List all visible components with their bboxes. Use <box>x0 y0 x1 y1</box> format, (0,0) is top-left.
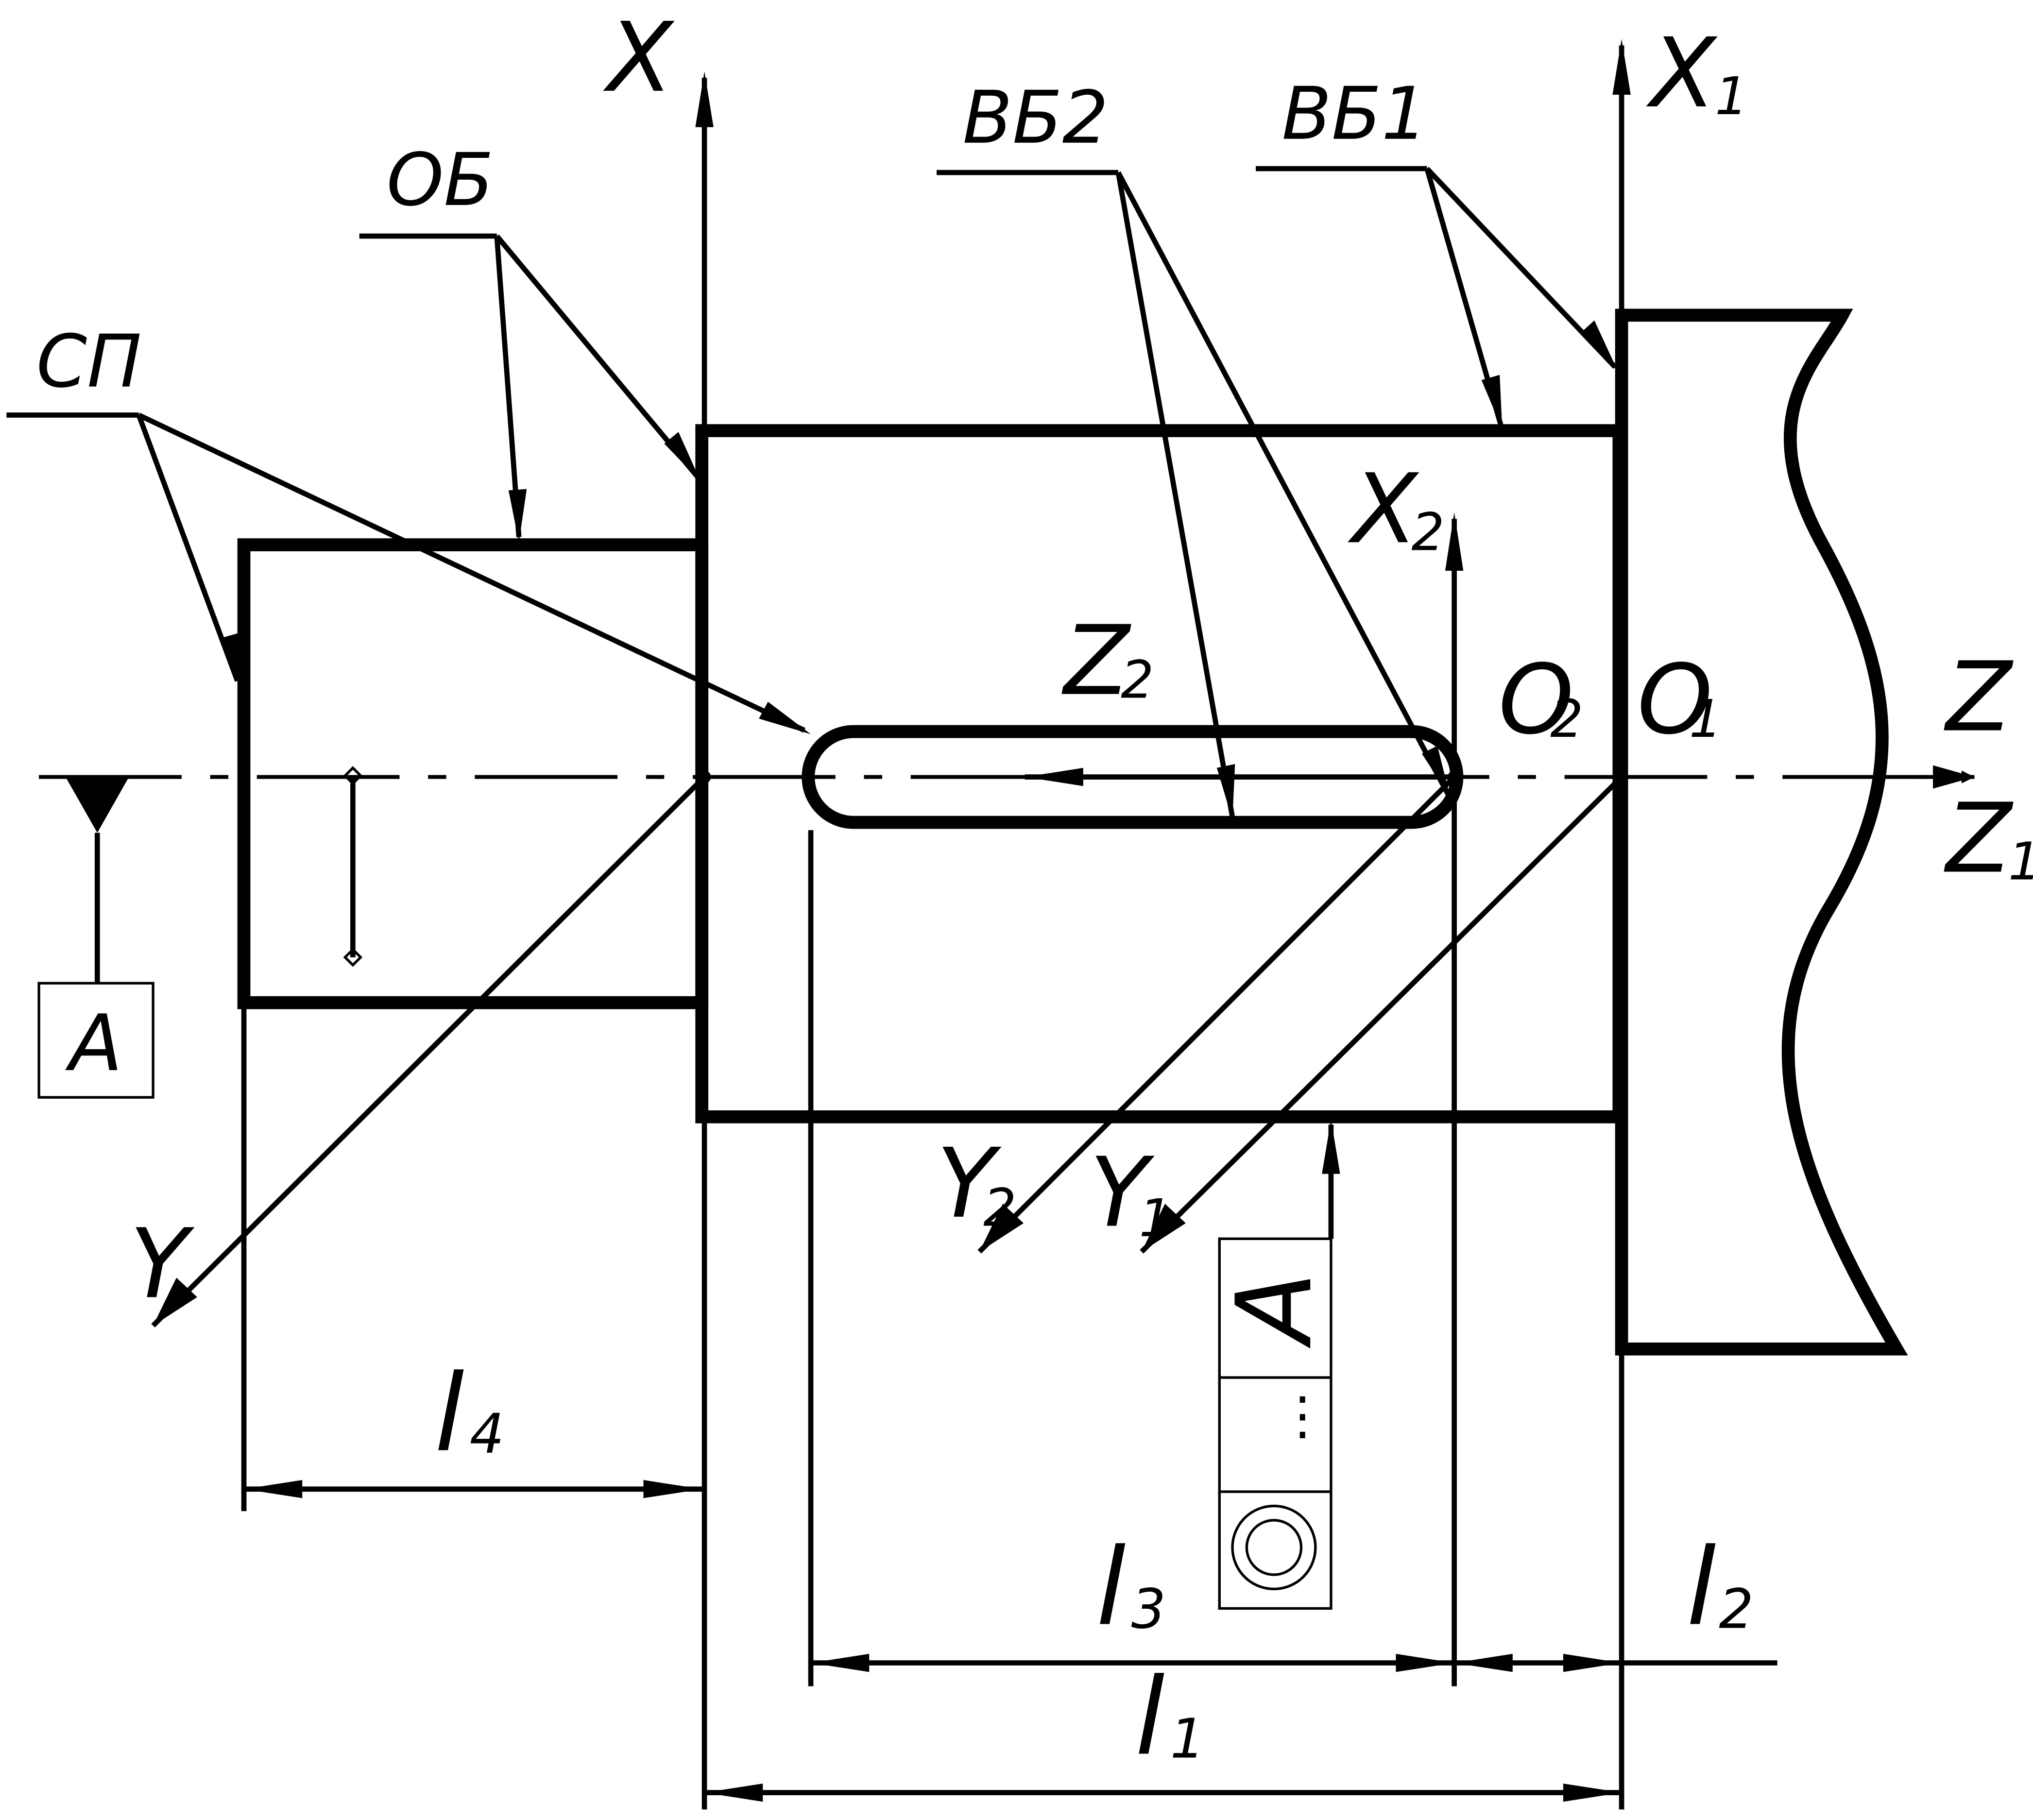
label-o2-sub: 2 <box>1550 689 1583 749</box>
z-axis-arrowhead <box>1933 765 1975 789</box>
datum-label: A <box>65 998 123 1089</box>
dim-l3-sub: 3 <box>1131 1578 1166 1641</box>
sp-leader-2 <box>137 412 805 733</box>
label-y1-sub: 1 <box>1139 1189 1172 1249</box>
origin-o2-dot <box>1448 770 1461 783</box>
label-z: Z <box>1944 641 2014 753</box>
dim-l2-sub: 2 <box>1719 1578 1753 1641</box>
label-x1-sub: 1 <box>1715 67 1748 127</box>
datum-triangle <box>65 775 130 833</box>
label-o1: O <box>1637 644 1713 756</box>
origin-o-dot <box>698 770 711 783</box>
label-z2: Z <box>1061 605 1131 717</box>
y-axis-line <box>151 775 706 1328</box>
vb2-leader-2 <box>1116 171 1450 795</box>
label-z1: Z <box>1944 783 2014 895</box>
vb2-leader-1 <box>1115 172 1235 818</box>
label-y: Y <box>130 1208 195 1320</box>
small-cylinder <box>237 538 709 1009</box>
large-cylinder <box>695 424 1626 1123</box>
datum-box <box>37 982 154 1099</box>
label-o2: O <box>1498 644 1574 756</box>
diamond-top <box>343 766 363 785</box>
sp-leader-1 <box>136 414 240 682</box>
y1-axis-arrowhead <box>1142 1204 1186 1252</box>
label-y2: Y <box>937 1128 1002 1240</box>
view-circle-inner <box>1245 1519 1303 1576</box>
label-o1-sub: 1 <box>1689 689 1722 749</box>
label-y2-sub: 2 <box>983 1178 1016 1239</box>
y2-axis-line <box>977 775 1456 1254</box>
y-axis-arrowhead <box>153 1277 197 1326</box>
label-z2-sub: 2 <box>1121 650 1154 711</box>
x-axis-arrowhead <box>695 71 714 127</box>
dim-l2-label: l <box>1687 1525 1716 1649</box>
ob-leader-1 <box>494 236 522 537</box>
label-x2-sub: 2 <box>1412 502 1445 562</box>
label-vb2: ВБ2 <box>963 76 1109 160</box>
label-x2: X <box>1348 453 1419 565</box>
x1-axis-arrowhead <box>1612 39 1631 95</box>
label-ob: ОБ <box>387 138 494 222</box>
y2-axis-arrowhead <box>979 1204 1024 1252</box>
dim-l1-label: l <box>1135 1655 1165 1779</box>
label-sp: СП <box>36 320 142 404</box>
label-z1-sub: 1 <box>2008 832 2033 892</box>
x2-axis-arrowhead <box>1445 512 1464 571</box>
diamond-bottom <box>343 948 363 967</box>
ob-leader-2 <box>495 234 700 479</box>
label-x: X <box>603 2 675 114</box>
dim-l3-label: l <box>1096 1525 1126 1649</box>
y1-axis-line <box>1140 775 1623 1254</box>
dim-l4-label: l <box>435 1352 464 1476</box>
view-circle-outer <box>1231 1504 1317 1591</box>
z2-axis-arrowhead <box>1025 767 1083 786</box>
view-frame <box>1218 1237 1333 1610</box>
origin-o1-dot <box>1615 770 1628 783</box>
view-letter: A <box>1214 1272 1335 1349</box>
label-vb1: ВБ1 <box>1281 72 1427 156</box>
label-y1: Y <box>1090 1137 1155 1249</box>
clamp-body <box>1615 308 1908 1356</box>
dim-l1-sub: 1 <box>1170 1708 1205 1771</box>
view-arrow-head <box>1322 1119 1340 1174</box>
label-x1: X <box>1646 17 1718 129</box>
dim-l4-sub: 4 <box>470 1403 504 1466</box>
view-ellipsis: ⋮ <box>1277 1386 1329 1446</box>
